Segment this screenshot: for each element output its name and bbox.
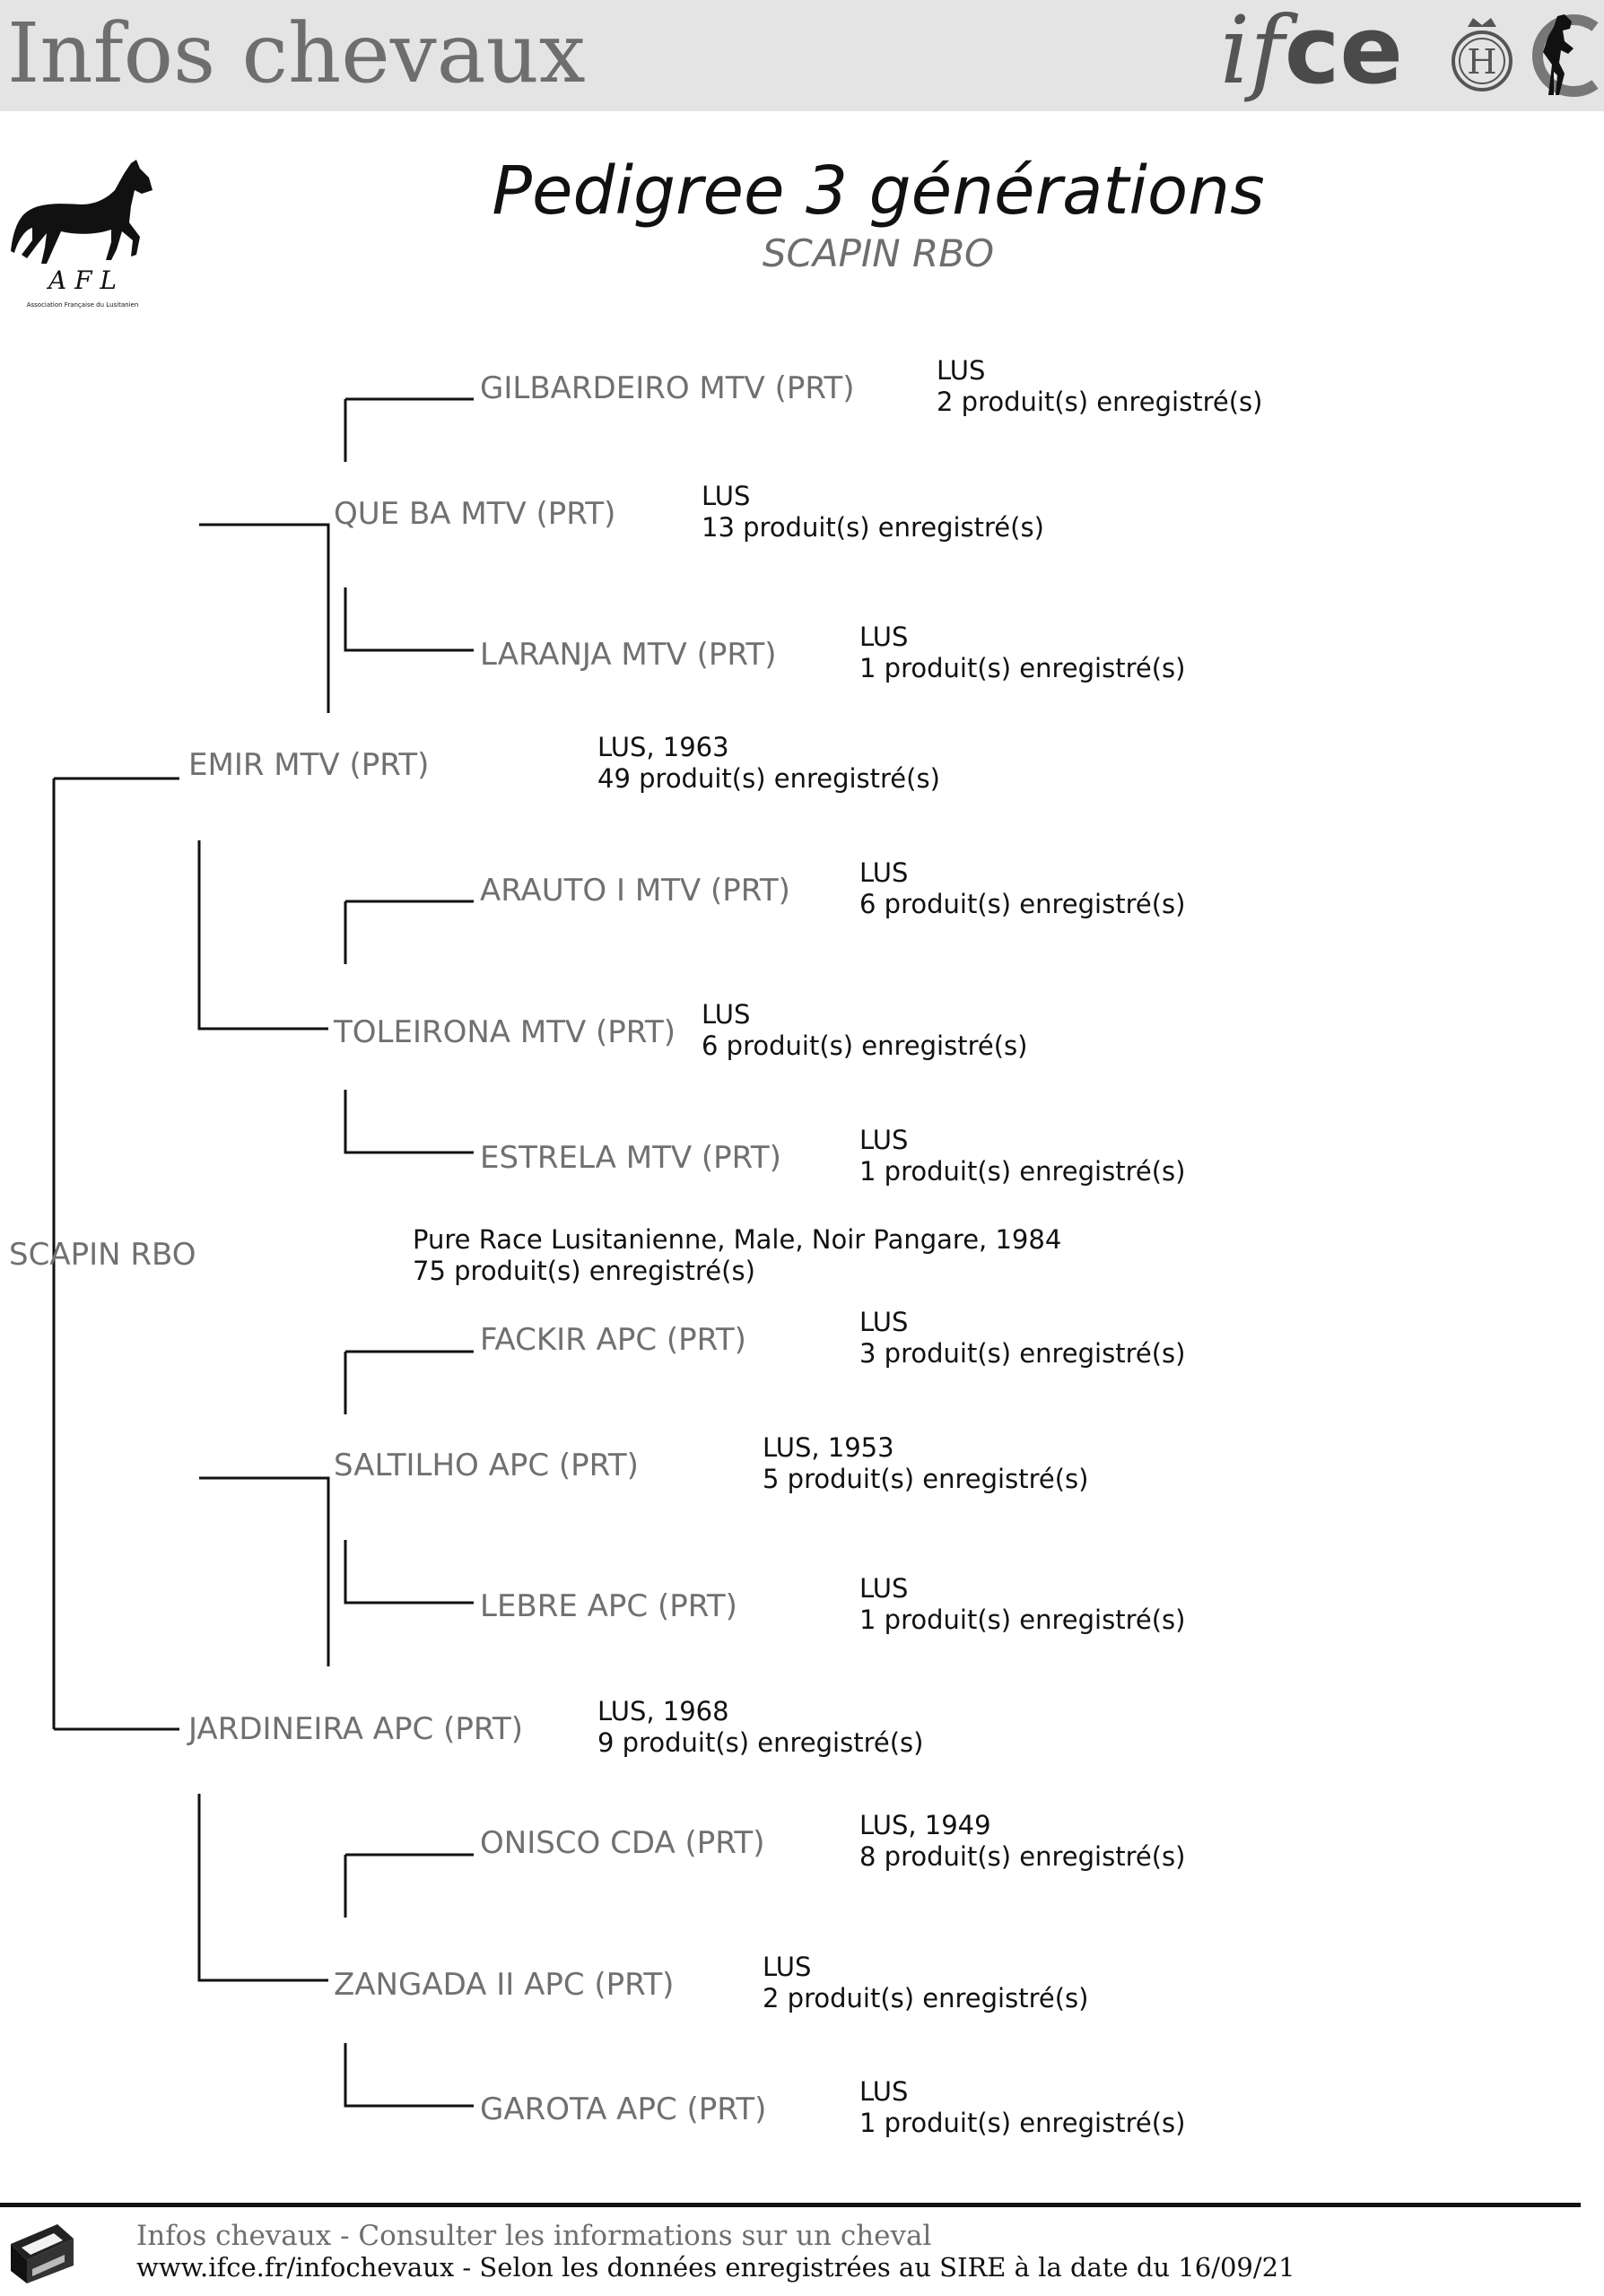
- horse-info-dam-sire: LUS, 1953 5 produit(s) enregistré(s): [763, 1432, 1088, 1495]
- horse-name-dam[interactable]: JARDINEIRA APC (PRT): [188, 1711, 524, 1747]
- ifce-brand[interactable]: ifce H: [1220, 4, 1599, 108]
- horse-name-dam-dam-sire[interactable]: ONISCO CDA (PRT): [480, 1825, 765, 1861]
- footer-divider: [0, 2203, 1581, 2207]
- horse-info-line1: Pure Race Lusitanienne, Male, Noir Panga…: [413, 1224, 1062, 1255]
- horse-info-line1: LUS: [859, 857, 909, 888]
- horse-info-sire-dam-sire: LUS 6 produit(s) enregistré(s): [859, 857, 1185, 920]
- horse-info-line2: 49 produit(s) enregistré(s): [597, 763, 940, 794]
- horse-name-sire[interactable]: EMIR MTV (PRT): [188, 747, 430, 783]
- horse-name-subject[interactable]: SCAPIN RBO: [9, 1237, 196, 1273]
- horse-info-line2: 1 produit(s) enregistré(s): [859, 1156, 1186, 1187]
- horse-name-sire-dam-sire[interactable]: ARAUTO I MTV (PRT): [480, 873, 790, 909]
- horse-info-subject: Pure Race Lusitanienne, Male, Noir Panga…: [413, 1224, 1061, 1287]
- horse-info-line2: 1 produit(s) enregistré(s): [859, 1605, 1186, 1635]
- document-subtitle: SCAPIN RBO: [762, 231, 995, 275]
- afl-logo-letters: A F L: [46, 265, 117, 295]
- horse-name-dam-sire-sire[interactable]: FACKIR APC (PRT): [480, 1322, 746, 1358]
- horse-info-line1: LUS, 1949: [859, 1810, 991, 1840]
- horse-info-line2: 1 produit(s) enregistré(s): [859, 653, 1186, 683]
- horse-info-line1: LUS, 1963: [597, 732, 729, 762]
- afl-logo-caption: Association Française du Lusitanien: [27, 301, 139, 309]
- horse-info-line2: 9 produit(s) enregistré(s): [597, 1727, 924, 1758]
- horse-name-sire-dam[interactable]: TOLEIRONA MTV (PRT): [334, 1014, 676, 1050]
- footer-text-line1: Infos chevaux - Consulter les informatio…: [136, 2220, 932, 2252]
- horse-name-sire-sire-sire[interactable]: GILBARDEIRO MTV (PRT): [480, 370, 855, 406]
- horse-name-dam-dam-dam[interactable]: GAROTA APC (PRT): [480, 2092, 767, 2127]
- horse-info-dam-sire-dam: LUS 1 produit(s) enregistré(s): [859, 1573, 1185, 1636]
- printer-icon: [11, 2224, 74, 2283]
- horse-info-line1: LUS, 1953: [763, 1432, 894, 1463]
- horse-name-dam-sire[interactable]: SALTILHO APC (PRT): [334, 1448, 639, 1483]
- horse-info-line1: LUS: [702, 481, 751, 511]
- horse-info-line1: LUS: [859, 2076, 909, 2107]
- horse-name-sire-sire-dam[interactable]: LARANJA MTV (PRT): [480, 637, 777, 673]
- horse-name-dam-sire-dam[interactable]: LEBRE APC (PRT): [480, 1588, 737, 1624]
- horse-info-sire-dam-dam: LUS 1 produit(s) enregistré(s): [859, 1125, 1185, 1187]
- horse-info-line1: LUS: [859, 1573, 909, 1604]
- horse-info-sire-sire-sire: LUS 2 produit(s) enregistré(s): [937, 355, 1262, 418]
- horse-info-sire-dam: LUS 6 produit(s) enregistré(s): [702, 999, 1027, 1062]
- horse-info-line2: 2 produit(s) enregistré(s): [937, 387, 1263, 417]
- horse-info-line1: LUS: [937, 355, 986, 386]
- seal-letter: H: [1467, 42, 1496, 82]
- horse-info-dam-dam-dam: LUS 1 produit(s) enregistré(s): [859, 2076, 1185, 2139]
- horse-info-line2: 75 produit(s) enregistré(s): [413, 1256, 755, 1286]
- horse-name-sire-dam-dam[interactable]: ESTRELA MTV (PRT): [480, 1140, 781, 1176]
- horse-name-dam-dam[interactable]: ZANGADA II APC (PRT): [334, 1967, 675, 2003]
- horse-info-line1: LUS, 1968: [597, 1696, 729, 1726]
- horse-info-line2: 6 produit(s) enregistré(s): [859, 889, 1186, 919]
- header-bar: Infos chevaux ifce H: [0, 0, 1604, 111]
- footer-text-line2[interactable]: www.ifce.fr/infochevaux - Selon les donn…: [136, 2252, 1295, 2283]
- afl-logo: A F L Association Française du Lusitanie…: [5, 154, 160, 312]
- ifce-logo: ifce: [1220, 4, 1403, 97]
- horse-info-line2: 3 produit(s) enregistré(s): [859, 1338, 1186, 1369]
- horse-info-line1: LUS: [859, 1125, 909, 1155]
- horse-c-logo-icon: [1532, 14, 1599, 97]
- horse-info-sire-sire-dam: LUS 1 produit(s) enregistré(s): [859, 622, 1185, 684]
- horse-info-line1: LUS: [702, 999, 751, 1030]
- horse-info-line1: LUS: [763, 1952, 812, 1982]
- horse-info-sire: LUS, 1963 49 produit(s) enregistré(s): [597, 732, 940, 795]
- horse-info-dam-dam: LUS 2 produit(s) enregistré(s): [763, 1952, 1088, 2014]
- horse-info-line2: 13 produit(s) enregistré(s): [702, 512, 1044, 543]
- horse-info-sire-sire: LUS 13 produit(s) enregistré(s): [702, 481, 1044, 544]
- horse-info-line2: 1 produit(s) enregistré(s): [859, 2108, 1186, 2138]
- horse-info-line1: LUS: [859, 622, 909, 652]
- haras-seal-icon: H: [1451, 18, 1512, 91]
- ifce-logo-ce: ce: [1284, 0, 1403, 105]
- horse-info-line2: 8 produit(s) enregistré(s): [859, 1841, 1186, 1872]
- horse-info-line1: LUS: [859, 1307, 909, 1337]
- horse-info-line2: 6 produit(s) enregistré(s): [702, 1031, 1028, 1061]
- horse-info-dam-dam-sire: LUS, 1949 8 produit(s) enregistré(s): [859, 1810, 1185, 1873]
- ifce-logo-if: if: [1220, 0, 1285, 105]
- horse-info-line2: 5 produit(s) enregistré(s): [763, 1464, 1089, 1494]
- horse-info-line2: 2 produit(s) enregistré(s): [763, 1983, 1089, 2013]
- horse-info-dam-sire-sire: LUS 3 produit(s) enregistré(s): [859, 1307, 1185, 1370]
- document-title: Pedigree 3 générations: [492, 152, 1265, 230]
- horse-info-dam: LUS, 1968 9 produit(s) enregistré(s): [597, 1696, 923, 1759]
- horse-name-sire-sire[interactable]: QUE BA MTV (PRT): [334, 496, 616, 532]
- site-title: Infos chevaux: [7, 5, 586, 101]
